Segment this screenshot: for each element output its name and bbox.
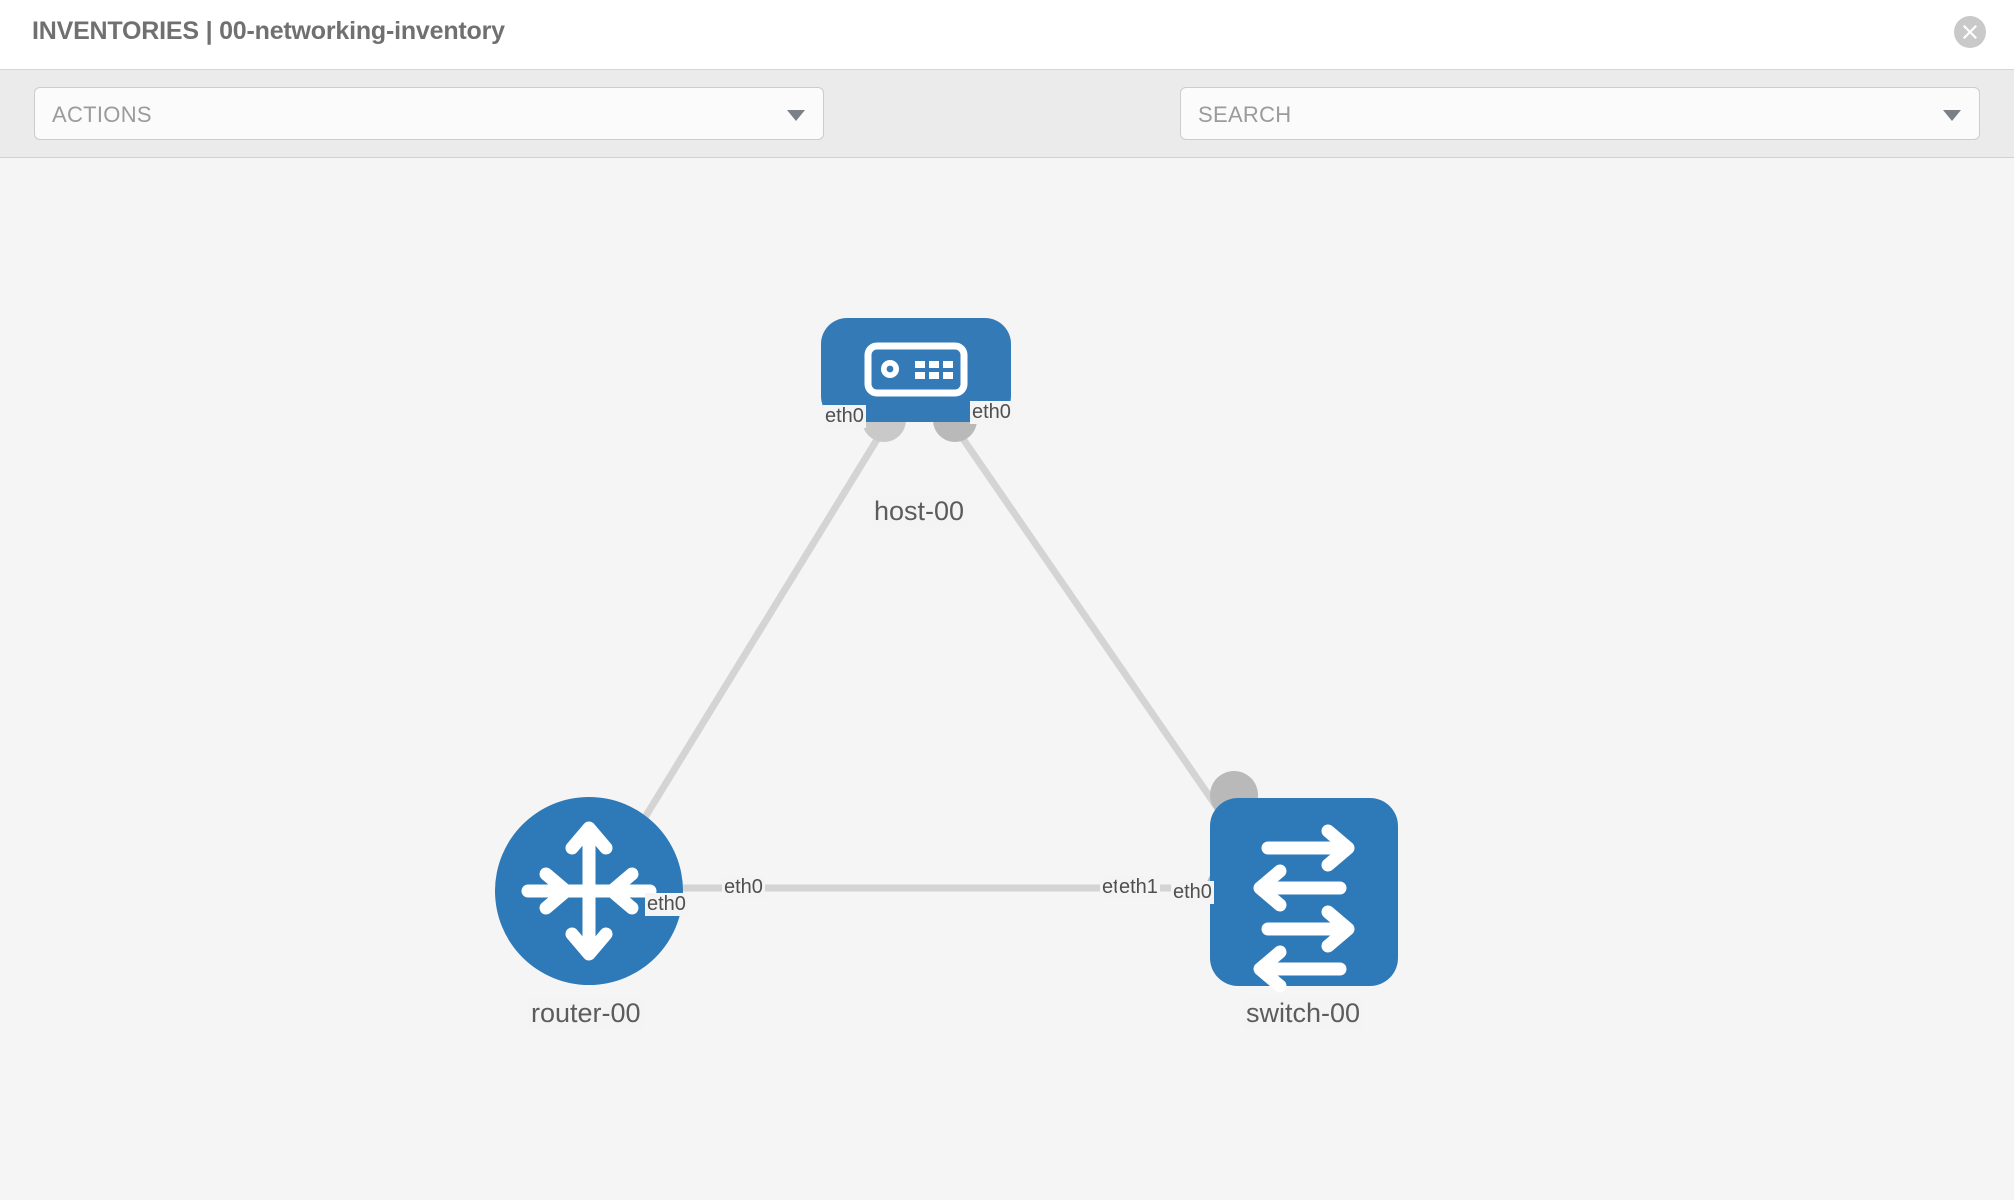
node-label-switch-00: switch-00 — [1243, 998, 1364, 1029]
actions-dropdown[interactable]: ACTIONS — [34, 87, 824, 140]
node-label-router-00: router-00 — [528, 998, 644, 1029]
interface-label: eth1 — [1117, 876, 1160, 899]
interface-label: eth0 — [823, 405, 866, 428]
toolbar: ACTIONS SEARCH — [0, 70, 2014, 194]
interface-label: eth0 — [645, 893, 688, 916]
server-icon — [864, 342, 968, 397]
interface-label: eth0 — [722, 876, 765, 899]
node-host-00[interactable] — [821, 318, 1011, 422]
actions-dropdown-label: ACTIONS — [52, 102, 152, 127]
link-host00-router00[interactable] — [617, 418, 892, 860]
search-placeholder: SEARCH — [1198, 102, 1292, 127]
interface-label: eth0 — [1171, 881, 1214, 904]
search-input[interactable]: SEARCH — [1180, 87, 1980, 140]
page-title: INVENTORIES | 00-networking-inventory — [32, 17, 505, 45]
interface-label: eth0 — [970, 401, 1013, 424]
chevron-down-icon — [1943, 110, 1961, 121]
link-host00-switch00[interactable] — [947, 418, 1248, 850]
switch-arrows-icon — [1253, 824, 1355, 993]
node-switch-00[interactable] — [1210, 798, 1398, 993]
close-icon — [1963, 25, 1977, 39]
router-arrows-icon — [521, 821, 657, 961]
window-header: INVENTORIES | 00-networking-inventory — [0, 0, 2014, 70]
topology-graph — [495, 318, 1398, 993]
node-router-00[interactable] — [495, 797, 683, 985]
close-button[interactable] — [1954, 16, 1986, 48]
topology-canvas[interactable]: eth0 eth0 eth0 eth0 eth0 eth0 eth1 host-… — [0, 158, 2014, 1200]
node-label-host-00: host-00 — [871, 496, 968, 527]
chevron-down-icon — [787, 110, 805, 121]
